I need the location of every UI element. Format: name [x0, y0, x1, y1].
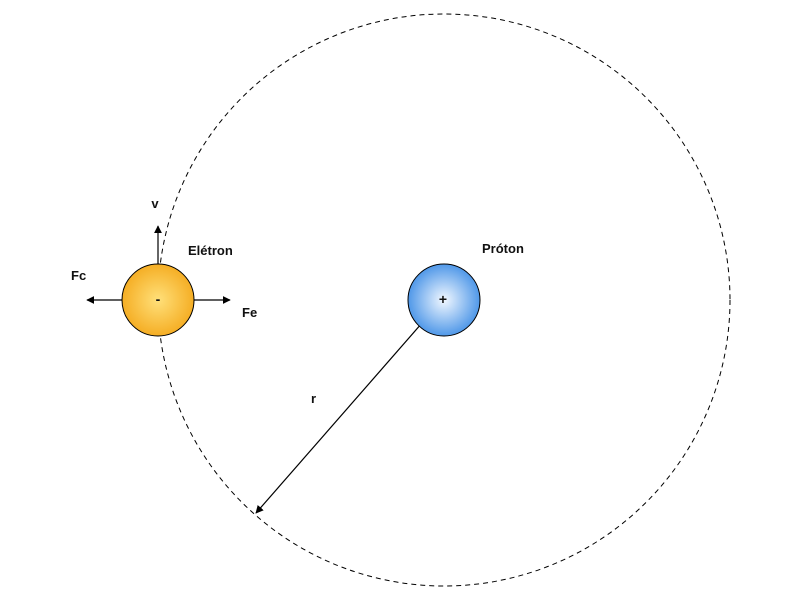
- centripetal-force-label: Fc: [71, 268, 86, 283]
- electron-sign: -: [156, 291, 161, 307]
- electron-label: Elétron: [188, 243, 233, 258]
- velocity-label: v: [151, 196, 159, 211]
- electric-force-label: Fe: [242, 305, 257, 320]
- radius-label: r: [311, 391, 316, 406]
- proton-sign: +: [439, 291, 447, 307]
- radius-arrow: [255, 298, 444, 514]
- proton-label: Próton: [482, 241, 524, 256]
- proton-particle: [407, 263, 481, 337]
- orbit-path: [157, 13, 731, 587]
- electron-particle: [121, 263, 195, 337]
